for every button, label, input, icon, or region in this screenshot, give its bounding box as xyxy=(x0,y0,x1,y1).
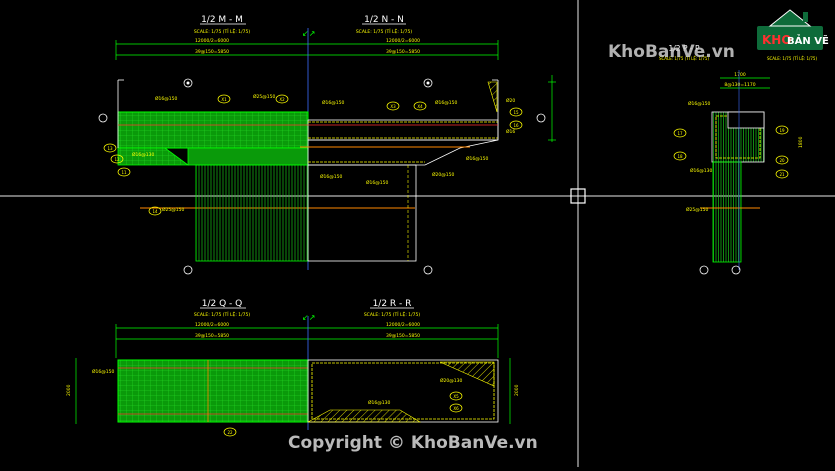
marker-x1: X1 xyxy=(217,94,231,104)
rebar-label-a: Ø16@150 xyxy=(155,95,177,102)
slab-outline-right xyxy=(307,119,499,141)
rebar-label-j: Ø16@130 xyxy=(132,151,154,158)
logo-banve: BẢN VẼ xyxy=(787,33,829,47)
dim-bot-left-spacing: 39@150=5850 xyxy=(195,333,229,339)
marker-22: 22 xyxy=(223,427,237,437)
marker-x4: X4 xyxy=(413,101,427,111)
marker-16: 16 xyxy=(509,120,523,130)
section-pp-scale: SCALE: 1/75 (TỈ LỆ: 1/75) xyxy=(659,56,710,61)
svg-text:17: 17 xyxy=(677,131,683,136)
rebar-label-d: Ø16@150 xyxy=(435,99,457,106)
section-pp-scale-2: SCALE: 1/75 (TỈ LỆ: 1/75) xyxy=(767,56,818,61)
section-rr-scale: SCALE: 1/75 (TỈ LỆ: 1/75) xyxy=(364,310,421,318)
section-mm-title: 1/2 M - M xyxy=(201,15,243,25)
marker-14: 14 xyxy=(148,206,162,216)
section-qq-scale: SCALE: 1/75 (TỈ LỆ: 1/75) xyxy=(194,310,251,318)
svg-text:X5: X5 xyxy=(453,394,459,399)
marker-x5: X5 xyxy=(449,391,463,401)
section-arrow-icon-2: ↙↗ xyxy=(302,313,315,322)
logo-kho: KHO xyxy=(762,33,792,47)
marker-18: 18 xyxy=(673,151,687,161)
watermark-brand: KhoBanVe.vn xyxy=(608,42,735,62)
rebar-label-f: Ø16 xyxy=(506,128,515,135)
side-column-shaft xyxy=(712,161,742,263)
svg-text:X2: X2 xyxy=(279,97,285,102)
marker-12: 12 xyxy=(110,154,124,164)
rebar-label-p: Ø16@150 xyxy=(92,368,114,375)
marker-21: 21 xyxy=(775,169,789,179)
svg-text:16: 16 xyxy=(513,123,519,128)
rebar-label-m: Ø16@150 xyxy=(688,100,710,107)
marker-15: 15 xyxy=(509,107,523,117)
watermark-brand-text: KhoBanVe.vn xyxy=(608,42,735,62)
section-mm-nn: 1/2 M - M SCALE: 1/75 (TỈ LỆ: 1/75) 1/2 … xyxy=(98,15,556,275)
marker-x3: X3 xyxy=(386,101,400,111)
watermark-copyright: Copyright © KhoBanVe.vn xyxy=(288,433,538,453)
section-mm-scale: SCALE: 1/75 (TỈ LỆ: 1/75) xyxy=(194,27,251,35)
svg-text:19: 19 xyxy=(779,128,785,133)
section-nn-scale: SCALE: 1/75 (TỈ LỆ: 1/75) xyxy=(356,27,413,35)
pier-left xyxy=(195,164,309,262)
section-pp: 1/2 P - P SCALE: 1/75 (TỈ LỆ: 1/75) SCAL… xyxy=(659,44,818,275)
rebar-label-e: Ø20 xyxy=(506,97,515,104)
svg-text:X3: X3 xyxy=(390,104,396,109)
section-pp-title: 1/2 P - P xyxy=(669,44,700,53)
rebar-label-k: Ø16@150 xyxy=(466,155,488,162)
rebar-label-h: Ø16@150 xyxy=(366,179,388,186)
svg-text:X1: X1 xyxy=(221,97,227,102)
svg-text:14: 14 xyxy=(152,209,158,214)
rebar-label-c: Ø16@150 xyxy=(322,99,344,106)
dim-top-right-total: 12000/2=6000 xyxy=(386,38,420,44)
rebar-label-l: Ø20@150 xyxy=(432,171,454,178)
dim-height-side: 1800 xyxy=(798,136,804,148)
svg-text:X6: X6 xyxy=(453,406,459,411)
rebar-label-o: Ø16@130 xyxy=(690,167,712,174)
rebar-label-g: Ø16@150 xyxy=(320,173,342,180)
marker-19: 19 xyxy=(775,125,789,135)
dim-top-right-spacing: 39@150=5850 xyxy=(386,49,420,55)
marker-17: 17 xyxy=(673,128,687,138)
marker-x2: X2 xyxy=(275,94,289,104)
dim-side-spacing: 8@130=1170 xyxy=(724,82,755,88)
svg-text:12: 12 xyxy=(114,157,120,162)
marker-x6: X6 xyxy=(449,403,463,413)
dim-top-left-spacing: 39@150=5850 xyxy=(195,49,229,55)
pier-right xyxy=(307,164,417,262)
dim-height-right: 2000 xyxy=(514,384,520,396)
svg-text:11: 11 xyxy=(121,170,127,175)
dim-bot-right-spacing: 39@150=5850 xyxy=(386,333,420,339)
svg-text:20: 20 xyxy=(779,158,785,163)
marker-13: 13 xyxy=(103,143,117,153)
rebar-label-i: Ø25@150 xyxy=(162,206,184,213)
marker-20: 20 xyxy=(775,155,789,165)
section-rr-title: 1/2 R - R xyxy=(373,299,412,309)
rebar-label-b: Ø25@150 xyxy=(253,93,275,100)
dim-side-total: 1700 xyxy=(734,72,746,78)
section-arrow-icon: ↙↗ xyxy=(302,29,315,38)
section-qq-title: 1/2 Q - Q xyxy=(202,299,242,309)
section-nn-title: 1/2 N - N xyxy=(364,15,404,25)
dim-top-left-total: 12000/2=6000 xyxy=(195,38,229,44)
slab-mesh-bottom-left xyxy=(117,359,309,423)
svg-text:21: 21 xyxy=(779,172,785,177)
rebar-label-q: Ø20@130 xyxy=(440,377,462,384)
watermark-logo: KHO BẢN VẼ xyxy=(757,9,829,50)
slab-mesh-left xyxy=(117,111,309,149)
dim-bot-right-total: 12000/2=6000 xyxy=(386,322,420,328)
svg-text:18: 18 xyxy=(677,154,683,159)
svg-text:X4: X4 xyxy=(417,104,423,109)
svg-text:13: 13 xyxy=(107,146,113,151)
dim-bot-left-total: 12000/2=6000 xyxy=(195,322,229,328)
svg-text:22: 22 xyxy=(227,430,233,435)
dim-height-left: 2000 xyxy=(66,384,72,396)
rebar-label-n: Ø25@150 xyxy=(686,206,708,213)
svg-text:15: 15 xyxy=(513,110,519,115)
marker-11: 11 xyxy=(117,167,131,177)
section-qq-rr: 1/2 Q - Q SCALE: 1/75 (TỈ LỆ: 1/75) 1/2 … xyxy=(66,299,520,437)
rebar-label-r: Ø16@130 xyxy=(368,399,390,406)
